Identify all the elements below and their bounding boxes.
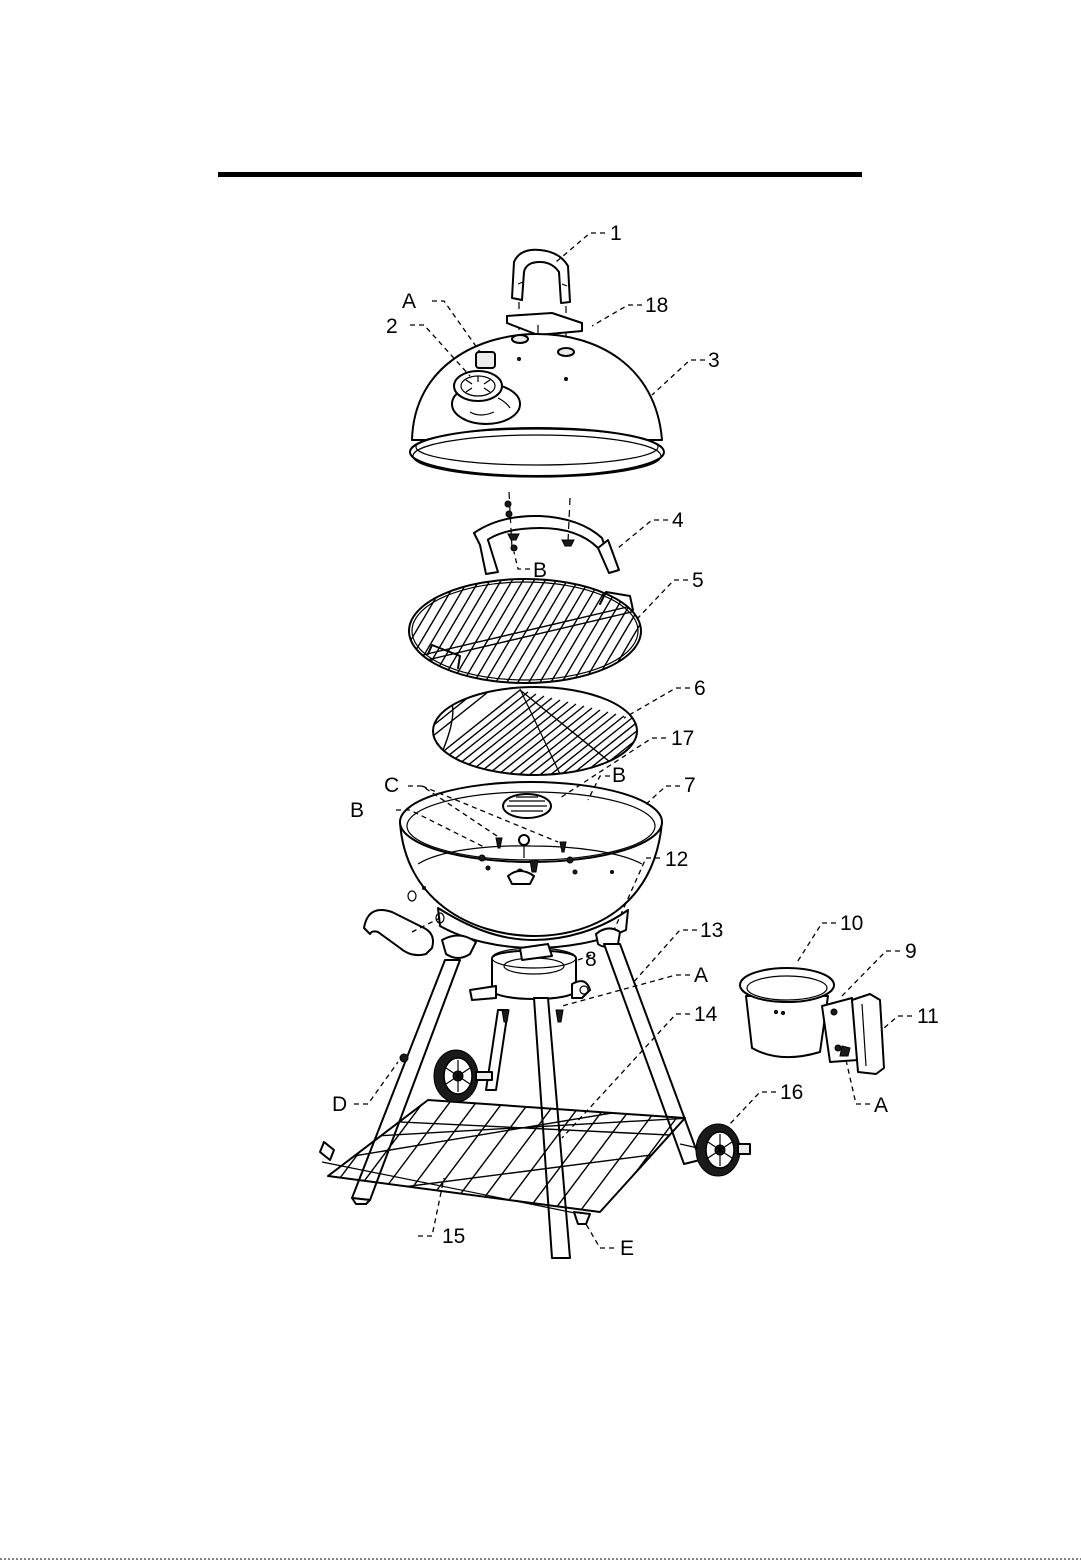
callout-b-1: B (533, 559, 547, 582)
callout-b-3: B (350, 799, 364, 822)
callout-3: 3 (708, 349, 720, 372)
callout-8: 8 (585, 948, 597, 971)
callout-2: 2 (386, 315, 398, 338)
callout-4: 4 (672, 509, 684, 532)
callout-6: 6 (694, 677, 706, 700)
callout-a-1: A (402, 290, 416, 313)
callout-10: 10 (840, 912, 863, 935)
callout-11: 11 (917, 1005, 939, 1028)
part-wheel-left (434, 1050, 492, 1102)
callout-18: 18 (645, 294, 668, 317)
callout-16: 16 (780, 1081, 803, 1104)
part-lid (410, 334, 664, 477)
part-ash-bucket (740, 968, 834, 1057)
callout-12: 12 (665, 848, 688, 871)
part-bucket-bracket (822, 994, 884, 1074)
header-rule (218, 172, 862, 177)
callout-a-3: A (874, 1094, 888, 1117)
callout-5: 5 (692, 569, 704, 592)
callout-9: 9 (905, 940, 917, 963)
callout-e: E (620, 1237, 634, 1260)
callout-15: 15 (442, 1225, 465, 1248)
callout-7: 7 (684, 774, 696, 797)
callout-d: D (332, 1093, 347, 1116)
callout-b-2: B (612, 764, 626, 787)
callout-17: 17 (671, 727, 694, 750)
callout-14: 14 (694, 1003, 718, 1026)
callout-1: 1 (610, 222, 622, 245)
callout-13: 13 (700, 919, 723, 942)
callout-a-2: A (694, 964, 708, 987)
part-leg-hub (470, 944, 590, 1000)
part-heat-shield (507, 313, 582, 335)
callout-c: C (384, 774, 399, 797)
part-ash-vent (503, 794, 551, 818)
